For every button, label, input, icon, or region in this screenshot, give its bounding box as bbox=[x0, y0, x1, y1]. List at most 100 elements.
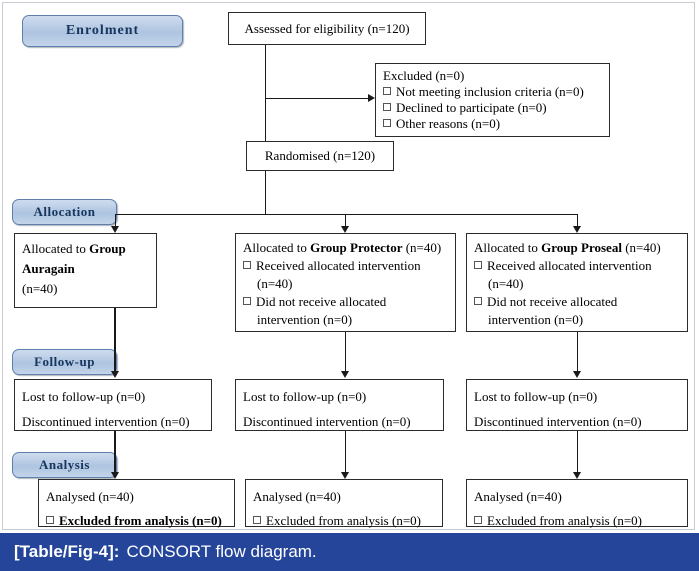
connector-split-right bbox=[577, 214, 578, 229]
analysis-0-excluded: Excluded from analysis (n=0) bbox=[46, 509, 227, 533]
figure-caption-bar: [Table/Fig-4]: CONSORT flow diagram. bbox=[0, 533, 699, 571]
allocation-2-item-0: Received allocated intervention bbox=[474, 257, 680, 275]
stage-pill-analysis: Analysis bbox=[12, 452, 117, 478]
box-followup-protector: Lost to follow-up (n=0) Discontinued int… bbox=[235, 379, 444, 431]
stage-pill-enrolment: Enrolment bbox=[22, 15, 183, 47]
allocation-1-item-1-cont: intervention (n=0) bbox=[257, 311, 353, 327]
figure-caption-text: CONSORT flow diagram. bbox=[126, 542, 317, 561]
checkbox-icon bbox=[474, 516, 482, 525]
connector-assessed-to-randomised bbox=[265, 45, 266, 141]
checkbox-icon bbox=[46, 516, 54, 525]
allocation-2-tail: (n=40) bbox=[621, 240, 661, 255]
box-allocation-proseal: Allocated to Group Proseal (n=40) Receiv… bbox=[466, 233, 688, 332]
arrow-analysis-middle bbox=[341, 472, 349, 479]
analysis-1-excluded: Excluded from analysis (n=0) bbox=[253, 509, 435, 533]
connector-alloc2-to-followup bbox=[577, 332, 578, 376]
excluded-item-1-text: Declined to participate (n=0) bbox=[396, 100, 547, 115]
allocation-2-title: Allocated to Group Proseal (n=40) bbox=[474, 239, 680, 257]
allocation-1-item-0-cont: (n=40) bbox=[257, 275, 293, 291]
stage-pill-enrolment-label: Enrolment bbox=[65, 23, 140, 38]
followup-1-lost: Lost to follow-up (n=0) bbox=[243, 389, 367, 404]
box-analysis-protector: Analysed (n=40) Excluded from analysis (… bbox=[245, 479, 443, 528]
allocation-1-item-1: Did not receive allocated bbox=[243, 293, 448, 311]
allocation-0-group: Group Auragain bbox=[22, 241, 126, 277]
followup-0-lost: Lost to follow-up (n=0) bbox=[22, 389, 146, 404]
box-randomised: Randomised (n=120) bbox=[246, 141, 394, 171]
arrow-followup-right bbox=[573, 371, 581, 378]
checkbox-icon bbox=[383, 87, 391, 95]
excluded-item-2-text: Other reasons (n=0) bbox=[396, 116, 501, 131]
connector-randomised-down bbox=[265, 171, 266, 215]
arrow-allocation-right bbox=[573, 226, 581, 233]
stage-pill-allocation-label: Allocation bbox=[33, 204, 96, 219]
checkbox-icon bbox=[474, 260, 482, 269]
allocation-2-item-1-text: Did not receive allocated bbox=[487, 293, 618, 309]
analysis-2-excluded-text: Excluded from analysis (n=0) bbox=[487, 513, 642, 529]
allocation-1-item-0: Received allocated intervention bbox=[243, 257, 448, 275]
connector-alloc0-to-followup bbox=[114, 308, 116, 376]
stage-pill-followup: Follow-up bbox=[12, 349, 117, 375]
analysis-2-analysed: Analysed (n=40) bbox=[474, 489, 562, 504]
excluded-item-2: Other reasons (n=0) bbox=[383, 117, 602, 130]
stage-pill-allocation: Allocation bbox=[12, 199, 117, 225]
allocation-1-group: Group Protector bbox=[310, 240, 403, 255]
followup-1-disc: Discontinued intervention (n=0) bbox=[243, 413, 411, 429]
box-allocation-protector: Allocated to Group Protector (n=40) Rece… bbox=[235, 233, 456, 332]
excluded-item-1: Declined to participate (n=0) bbox=[383, 101, 602, 114]
allocation-0-count: (n=40) bbox=[22, 281, 58, 297]
connector-followup0-to-analysis bbox=[114, 431, 116, 477]
followup-2-lost: Lost to follow-up (n=0) bbox=[474, 389, 598, 404]
allocation-2-item-0-text: Received allocated intervention bbox=[487, 257, 652, 273]
box-excluded: Excluded (n=0) Not meeting inclusion cri… bbox=[375, 63, 610, 137]
connector-followup1-to-analysis bbox=[345, 431, 346, 477]
allocation-1-lead: Allocated to bbox=[243, 240, 311, 255]
followup-0-disc: Discontinued intervention (n=0) bbox=[22, 413, 190, 429]
box-analysis-proseal: Analysed (n=40) Excluded from analysis (… bbox=[466, 479, 688, 528]
allocation-1-tail: (n=40) bbox=[402, 240, 442, 255]
allocation-2-item-1-cont: intervention (n=0) bbox=[488, 311, 584, 327]
analysis-1-analysed: Analysed (n=40) bbox=[253, 489, 341, 504]
checkbox-icon bbox=[383, 103, 391, 111]
checkbox-icon bbox=[474, 296, 482, 305]
connector-split-middle bbox=[345, 214, 346, 229]
arrow-followup-left bbox=[111, 371, 119, 378]
allocation-0-lead: Allocated to bbox=[22, 241, 90, 256]
checkbox-icon bbox=[383, 119, 391, 127]
allocation-2-item-0-cont: (n=40) bbox=[488, 275, 524, 291]
allocation-split-bar bbox=[115, 214, 578, 215]
checkbox-icon bbox=[243, 296, 251, 305]
excluded-item-0: Not meeting inclusion criteria (n=0) bbox=[383, 85, 602, 98]
allocation-0-title: Allocated to Group Auragain bbox=[22, 239, 149, 279]
box-assessed-for-eligibility: Assessed for eligibility (n=120) bbox=[228, 12, 426, 45]
arrow-analysis-left bbox=[111, 472, 119, 479]
stage-pill-analysis-label: Analysis bbox=[39, 457, 90, 472]
arrow-to-excluded bbox=[368, 94, 375, 102]
box-followup-auragain: Lost to follow-up (n=0) Discontinued int… bbox=[14, 379, 212, 431]
allocation-2-item-1: Did not receive allocated bbox=[474, 293, 680, 311]
stage-pill-followup-label: Follow-up bbox=[34, 354, 95, 369]
allocation-1-title: Allocated to Group Protector (n=40) bbox=[243, 239, 448, 257]
analysis-2-excluded: Excluded from analysis (n=0) bbox=[474, 509, 680, 533]
assessed-text: Assessed for eligibility (n=120) bbox=[244, 21, 410, 36]
arrow-analysis-right bbox=[573, 472, 581, 479]
connector-alloc1-to-followup bbox=[345, 332, 346, 376]
excluded-item-0-text: Not meeting inclusion criteria (n=0) bbox=[396, 84, 584, 99]
analysis-0-excluded-text: Excluded from analysis (n=0) bbox=[59, 513, 222, 529]
connector-split-left bbox=[115, 214, 116, 229]
arrow-allocation-middle bbox=[341, 226, 349, 233]
excluded-title: Excluded (n=0) bbox=[383, 68, 465, 83]
analysis-1-excluded-text: Excluded from analysis (n=0) bbox=[266, 513, 421, 529]
connector-to-excluded bbox=[265, 98, 368, 99]
analysis-0-analysed: Analysed (n=40) bbox=[46, 489, 134, 504]
arrow-followup-middle bbox=[341, 371, 349, 378]
figure-caption-label: [Table/Fig-4]: bbox=[14, 542, 120, 561]
arrow-allocation-left bbox=[111, 226, 119, 233]
box-followup-proseal: Lost to follow-up (n=0) Discontinued int… bbox=[466, 379, 688, 431]
randomised-text: Randomised (n=120) bbox=[264, 148, 376, 163]
connector-followup2-to-analysis bbox=[577, 431, 578, 477]
followup-2-disc: Discontinued intervention (n=0) bbox=[474, 413, 642, 429]
checkbox-icon bbox=[253, 516, 261, 525]
allocation-2-lead: Allocated to bbox=[474, 240, 542, 255]
box-allocation-auragain: Allocated to Group Auragain (n=40) bbox=[14, 233, 157, 308]
